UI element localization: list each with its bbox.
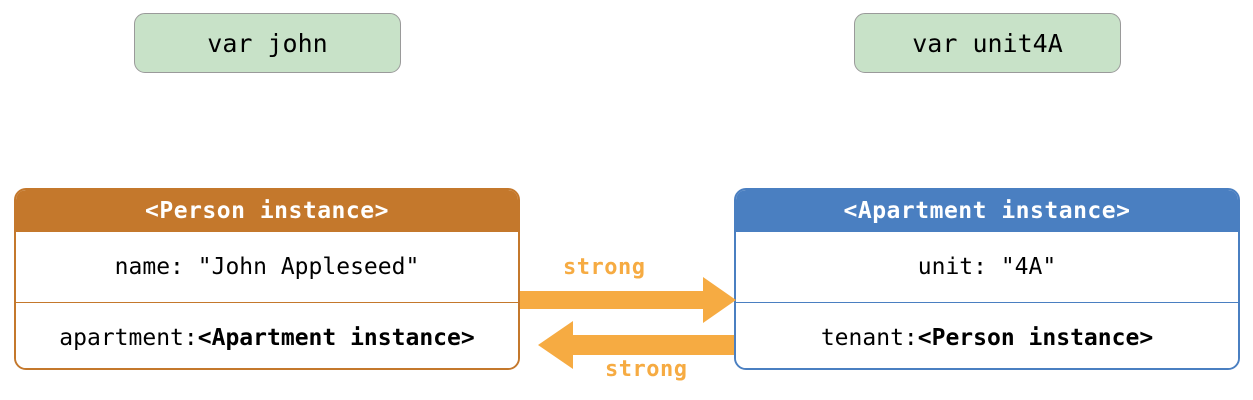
person-property-apartment-value: <Apartment instance>: [197, 324, 475, 351]
strong-label-bottom: strong: [605, 357, 688, 382]
person-property-name-label: name: "John Appleseed": [114, 254, 420, 280]
apartment-property-tenant-value: <Person instance>: [917, 324, 1154, 351]
apartment-property-unit: unit: "4A": [736, 232, 1238, 302]
var-chip-unit4a[interactable]: var unit4A: [854, 13, 1121, 73]
apartment-instance-header: <Apartment instance>: [736, 190, 1238, 232]
person-property-apartment-label: apartment:: [59, 324, 198, 351]
var-chip-john[interactable]: var john: [134, 13, 401, 73]
apartment-instance-box[interactable]: <Apartment instance> unit: "4A" tenant: …: [734, 188, 1240, 370]
person-instance-header-label: <Person instance>: [145, 198, 389, 224]
apartment-property-tenant-label: tenant:: [820, 324, 918, 351]
strong-arrow-right: [520, 277, 736, 323]
person-instance-box[interactable]: <Person instance> name: "John Appleseed"…: [14, 188, 520, 370]
var-chip-unit4a-label: var unit4A: [912, 28, 1063, 58]
person-instance-header: <Person instance>: [16, 190, 518, 232]
var-chip-john-label: var john: [207, 28, 328, 58]
apartment-property-tenant: tenant: <Person instance>: [736, 302, 1238, 368]
person-property-apartment: apartment: <Apartment instance>: [16, 302, 518, 368]
strong-label-top: strong: [563, 255, 646, 280]
apartment-property-unit-label: unit: "4A": [917, 254, 1057, 280]
apartment-instance-header-label: <Apartment instance>: [843, 198, 1131, 224]
person-property-name: name: "John Appleseed": [16, 232, 518, 302]
